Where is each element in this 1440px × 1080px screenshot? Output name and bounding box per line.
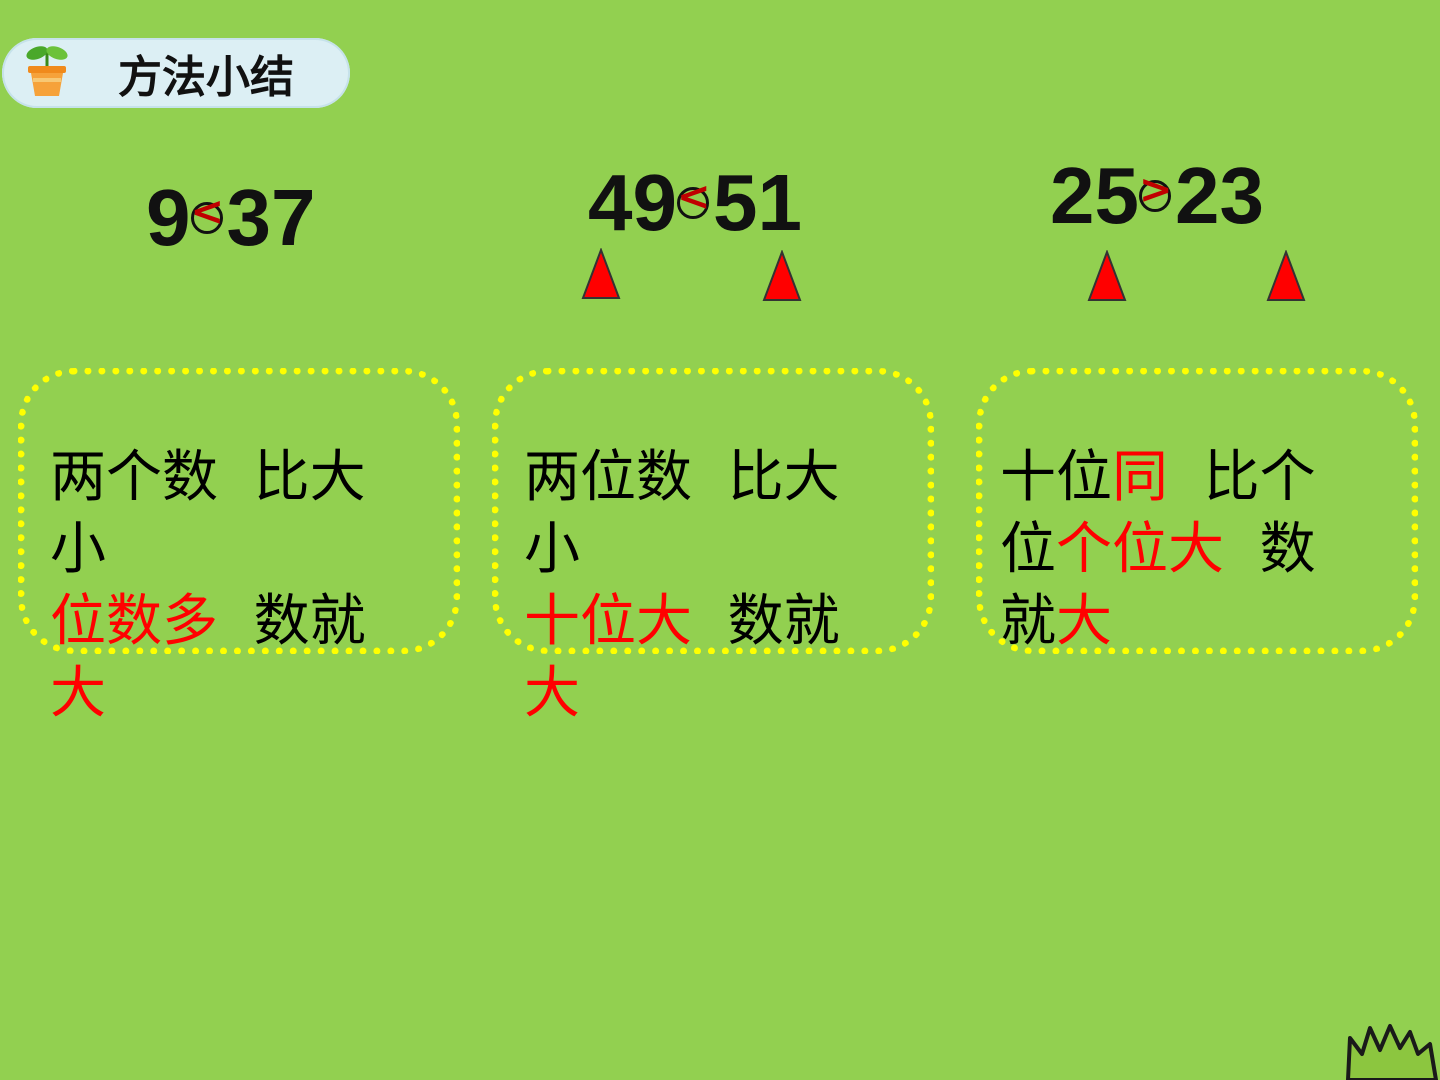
rule-segment: 两位数 比大 xyxy=(524,445,840,510)
comparison-3-left: 25 xyxy=(1050,150,1139,240)
rule-segment: 小 xyxy=(524,517,580,582)
rule-line: 位个位大 数 xyxy=(1000,514,1316,586)
pointer-triangle-icon xyxy=(1087,250,1127,301)
rule-highlight: 大 xyxy=(524,661,580,726)
rule-line: 两位数 比大 xyxy=(524,442,840,514)
rule-box-3 xyxy=(976,368,1418,654)
comparison-1-left: 9 xyxy=(146,172,191,262)
rule-box-2 xyxy=(492,368,934,654)
rule-text-1: 两个数 比大小位数多 数就大 xyxy=(50,442,366,730)
rule-text-3: 十位同 比个位个位大 数就大 xyxy=(1000,442,1316,658)
comparison-circle: > xyxy=(1137,170,1177,216)
comparison-symbol: > xyxy=(1138,166,1173,213)
rule-line: 位数多 数就 xyxy=(50,586,366,658)
comparison-symbol: < xyxy=(676,173,711,220)
rule-segment: 数就 xyxy=(218,589,366,654)
comparison-1: 9<37 xyxy=(146,172,315,258)
rule-segment: 小 xyxy=(50,517,106,582)
rule-line: 小 xyxy=(524,514,840,586)
plant-pot-icon xyxy=(26,46,68,96)
rule-box-1 xyxy=(18,368,460,654)
grass-icon xyxy=(1346,1024,1438,1080)
rule-text-2: 两位数 比大小十位大 数就大 xyxy=(524,442,840,730)
rule-segment: 两个数 比大 xyxy=(50,445,366,510)
rule-segment: 就 xyxy=(1000,589,1056,654)
pointer-triangle-icon xyxy=(762,250,802,301)
pointer-triangle-icon xyxy=(581,248,621,299)
comparison-2: 49<51 xyxy=(588,157,802,243)
rule-highlight: 位数多 xyxy=(50,589,218,654)
comparison-symbol: < xyxy=(190,188,225,235)
rule-segment: 数就 xyxy=(692,589,840,654)
rule-segment: 十位 xyxy=(1000,445,1112,510)
rule-line: 大 xyxy=(50,658,366,730)
rule-highlight: 个位大 xyxy=(1056,517,1224,582)
comparison-1-right: 37 xyxy=(226,172,316,262)
page-title: 方法小结 xyxy=(118,52,294,103)
rule-highlight: 十位大 xyxy=(524,589,692,654)
pointer-triangle-icon xyxy=(1266,250,1306,301)
comparison-3-right: 23 xyxy=(1174,150,1264,240)
rule-segment: 数 xyxy=(1224,517,1316,582)
rule-segment: 位 xyxy=(1000,517,1056,582)
comparison-2-left: 49 xyxy=(588,157,677,247)
comparison-circle: < xyxy=(189,192,229,238)
rule-line: 两个数 比大 xyxy=(50,442,366,514)
rule-highlight: 同 xyxy=(1112,445,1168,510)
comparison-circle: < xyxy=(675,177,715,223)
rule-highlight: 大 xyxy=(50,661,106,726)
comparison-2-right: 51 xyxy=(712,157,802,247)
rule-line: 十位大 数就 xyxy=(524,586,840,658)
rule-segment: 比个 xyxy=(1168,445,1316,510)
rule-line: 就大 xyxy=(1000,586,1316,658)
rule-line: 小 xyxy=(50,514,366,586)
rule-line: 大 xyxy=(524,658,840,730)
comparison-3: 25>23 xyxy=(1050,150,1264,236)
rule-line: 十位同 比个 xyxy=(1000,442,1316,514)
rule-highlight: 大 xyxy=(1056,589,1112,654)
